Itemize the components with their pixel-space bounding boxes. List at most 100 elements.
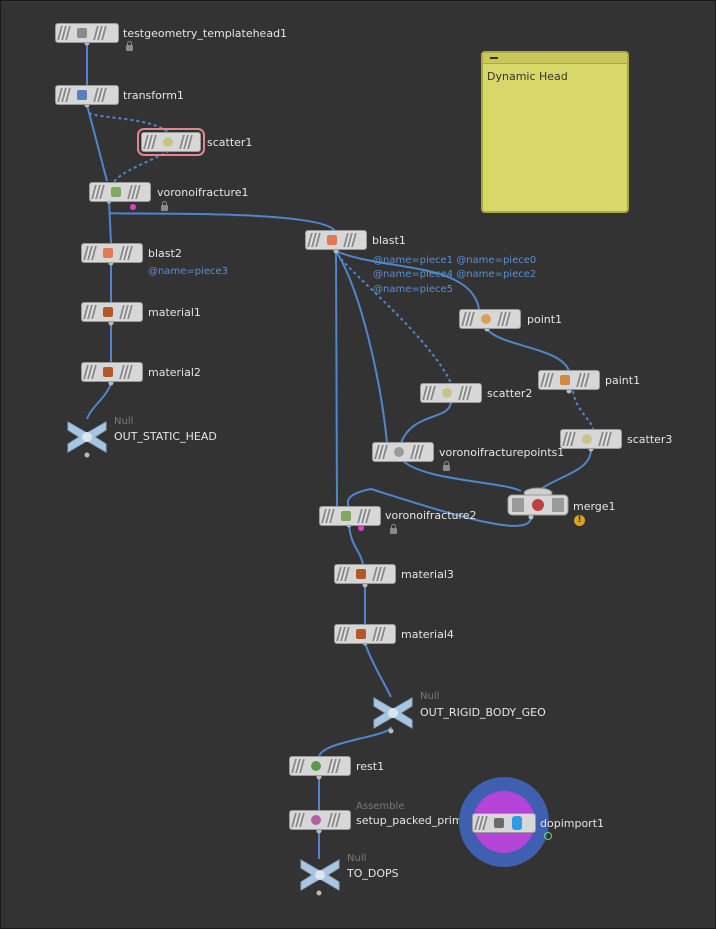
- transform-icon: [73, 88, 91, 102]
- node-flag-stripes: [576, 373, 590, 387]
- head-geometry-icon: [73, 26, 91, 40]
- node-point1[interactable]: [459, 309, 521, 329]
- node-flag-stripes: [327, 759, 341, 773]
- node-material2[interactable]: [81, 362, 143, 382]
- null-icon[interactable]: [370, 694, 416, 732]
- node-scatter3[interactable]: [560, 429, 622, 449]
- node-display-flag: [512, 816, 522, 830]
- node-label: transform1: [123, 89, 184, 102]
- node-label: material2: [148, 366, 201, 379]
- sticky-note-collapse-bar[interactable]: [483, 53, 627, 64]
- node-testgeometry-templatehead1[interactable]: [55, 23, 119, 43]
- node-label: dopimport1: [540, 817, 605, 830]
- node-type-label: Null: [420, 691, 440, 702]
- node-flag-stripes: [336, 627, 350, 641]
- voronoi-icon: [337, 509, 355, 523]
- voronoi-icon: [390, 445, 408, 459]
- node-group-parameter: @name=piece1 @name=piece0: [373, 255, 537, 266]
- node-scatter2[interactable]: [420, 383, 482, 403]
- node-label: merge1: [573, 500, 616, 513]
- node-label: material4: [401, 628, 454, 641]
- blast-icon: [323, 233, 341, 247]
- blast-icon: [99, 246, 117, 260]
- node-flag-stripes: [291, 813, 305, 827]
- material-icon: [99, 305, 117, 319]
- assemble-icon: [307, 813, 325, 827]
- node-label: blast2: [148, 247, 182, 260]
- node-flag-stripes: [143, 135, 157, 149]
- null-icon[interactable]: [64, 418, 110, 456]
- voronoi-icon: [107, 185, 125, 199]
- node-voronoifracturepoints1[interactable]: [372, 442, 434, 462]
- node-flag-stripes: [374, 445, 388, 459]
- node-flag-stripes: [93, 88, 107, 102]
- node-transform1[interactable]: [55, 85, 119, 105]
- node-flag-stripes: [458, 386, 472, 400]
- node-dopimport1[interactable]: [472, 813, 536, 833]
- node-paint1[interactable]: [538, 370, 600, 390]
- node-label: scatter3: [627, 433, 673, 446]
- node-flag-stripes: [127, 185, 141, 199]
- node-group-parameter: @name=piece5: [373, 284, 454, 295]
- node-material4[interactable]: [334, 624, 396, 644]
- node-flag-stripes: [357, 509, 371, 523]
- node-label: setup_packed_prim: [356, 814, 463, 827]
- node-flag-stripes: [343, 233, 357, 247]
- node-flag-stripes: [91, 185, 105, 199]
- node-label: blast1: [372, 234, 406, 247]
- lock-icon: [390, 524, 397, 534]
- node-flag-stripes: [93, 26, 107, 40]
- node-label: OUT_RIGID_BODY_GEO: [420, 706, 546, 719]
- node-flag-stripes: [327, 813, 341, 827]
- node-setup-packed-prim[interactable]: [289, 810, 351, 830]
- node-flag-stripes: [461, 312, 475, 326]
- node-flag-stripes: [540, 373, 554, 387]
- node-rest1[interactable]: [289, 756, 351, 776]
- node-flag-stripes: [119, 365, 133, 379]
- node-material1[interactable]: [81, 302, 143, 322]
- node-label: voronoifracture2: [385, 509, 477, 522]
- node-flag-stripes: [83, 305, 97, 319]
- node-voronoifracture1[interactable]: [89, 182, 151, 202]
- material-icon: [99, 365, 117, 379]
- lock-icon: [126, 41, 133, 51]
- node-blast2[interactable]: [81, 243, 143, 263]
- material-icon: [352, 567, 370, 581]
- node-flag-stripes: [321, 509, 335, 523]
- node-label: rest1: [356, 760, 385, 773]
- node-group-parameter: @name=piece3: [148, 266, 229, 277]
- warning-icon: !: [574, 515, 585, 526]
- node-label: scatter1: [207, 136, 253, 149]
- node-voronoifracture2[interactable]: [319, 506, 381, 526]
- paint-icon: [556, 373, 574, 387]
- null-icon[interactable]: [297, 856, 343, 894]
- node-flag-stripes: [410, 445, 424, 459]
- point-icon: [477, 312, 495, 326]
- node-label: voronoifracture1: [157, 186, 249, 199]
- node-merge1[interactable]: [507, 487, 569, 517]
- node-flag-stripes: [372, 627, 386, 641]
- node-flag-stripes: [497, 312, 511, 326]
- scatter-icon: [438, 386, 456, 400]
- sticky-note[interactable]: Dynamic Head: [481, 51, 629, 213]
- node-scatter1[interactable]: [137, 128, 205, 156]
- node-label: testgeometry_templatehead1: [123, 27, 288, 40]
- node-flag-stripes: [57, 88, 71, 102]
- node-label: point1: [527, 313, 563, 326]
- node-blast1[interactable]: [305, 230, 367, 250]
- node-label: scatter2: [487, 387, 533, 400]
- node-label: voronoifracturepoints1: [439, 446, 565, 459]
- node-flag-stripes: [562, 432, 576, 446]
- lock-icon: [161, 201, 168, 211]
- node-type-label: Null: [347, 853, 367, 864]
- node-flag-stripes: [422, 386, 436, 400]
- node-material3[interactable]: [334, 564, 396, 584]
- node-flag-stripes: [336, 567, 350, 581]
- node-flag-stripes: [119, 305, 133, 319]
- node-flag-stripes: [598, 432, 612, 446]
- output-connector-icon[interactable]: [544, 832, 552, 840]
- node-type-label: Assemble: [356, 801, 405, 812]
- node-label: material3: [401, 568, 454, 581]
- scatter-icon: [578, 432, 596, 446]
